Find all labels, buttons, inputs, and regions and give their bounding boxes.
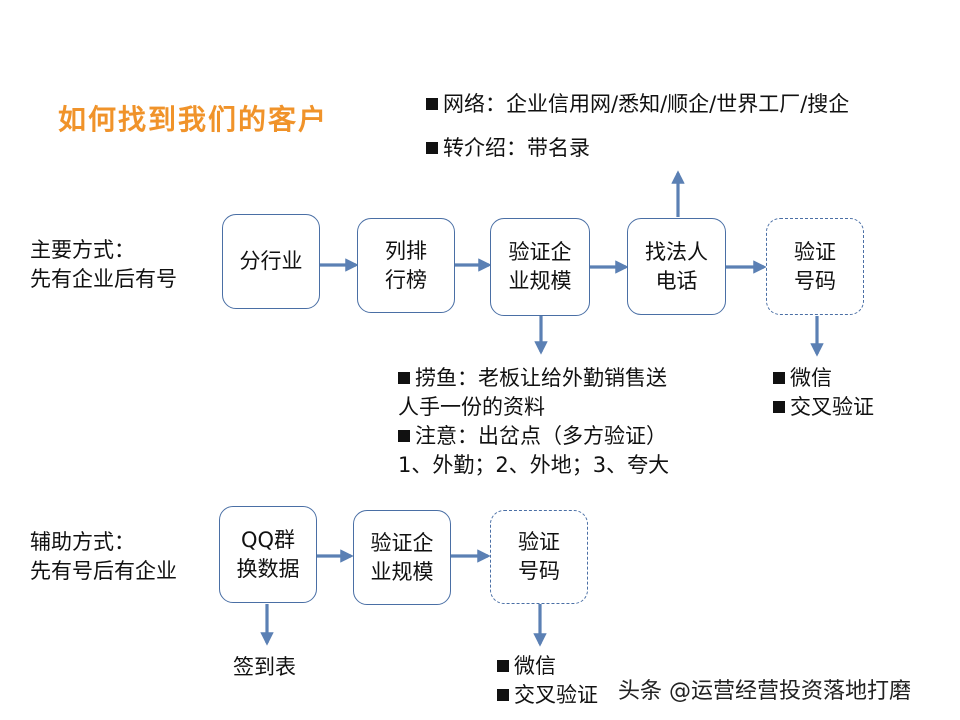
bullet-square-icon xyxy=(497,660,509,672)
referral-note: 转介绍：带名录 xyxy=(426,134,590,163)
page-title: 如何找到我们的客户 xyxy=(58,103,329,136)
fishing-notes: 捞鱼：老板让给外勤销售送 人手一份的资料 注意：出岔点（多方验证） 1、外勤；2… xyxy=(398,366,670,477)
step-industry: 分行业 xyxy=(222,214,320,309)
step-verify-number: 验证号码 xyxy=(766,218,864,315)
bullet-square-icon xyxy=(426,98,438,110)
bullet-square-icon xyxy=(398,372,410,384)
bullet-square-icon xyxy=(773,372,785,384)
main-verify-notes: 微信 交叉验证 xyxy=(773,364,874,422)
step-ranking: 列排行榜 xyxy=(357,218,455,313)
step-find-legal-person: 找法人电话 xyxy=(627,218,726,315)
network-note: 网络：企业信用网/悉知/顺企/世界工厂/搜企 xyxy=(426,90,849,119)
bullet-square-icon xyxy=(398,430,410,442)
aux-step-verify-scale: 验证企业规模 xyxy=(353,510,451,605)
signin-sheet-label: 签到表 xyxy=(233,655,296,679)
bullet-square-icon xyxy=(773,401,785,413)
step-verify-scale: 验证企业规模 xyxy=(490,218,590,316)
watermark: 头条 @运营经营投资落地打磨 xyxy=(618,679,911,704)
bullet-square-icon xyxy=(497,689,509,701)
aux-method-label: 辅助方式： 先有号后有企业 xyxy=(30,530,177,583)
bullet-square-icon xyxy=(426,142,438,154)
aux-verify-notes: 微信 交叉验证 xyxy=(497,652,598,710)
aux-step-verify-number: 验证号码 xyxy=(490,510,588,604)
main-method-label: 主要方式： 先有企业后有号 xyxy=(30,238,177,291)
aux-step-qq-group: QQ群换数据 xyxy=(219,506,317,603)
